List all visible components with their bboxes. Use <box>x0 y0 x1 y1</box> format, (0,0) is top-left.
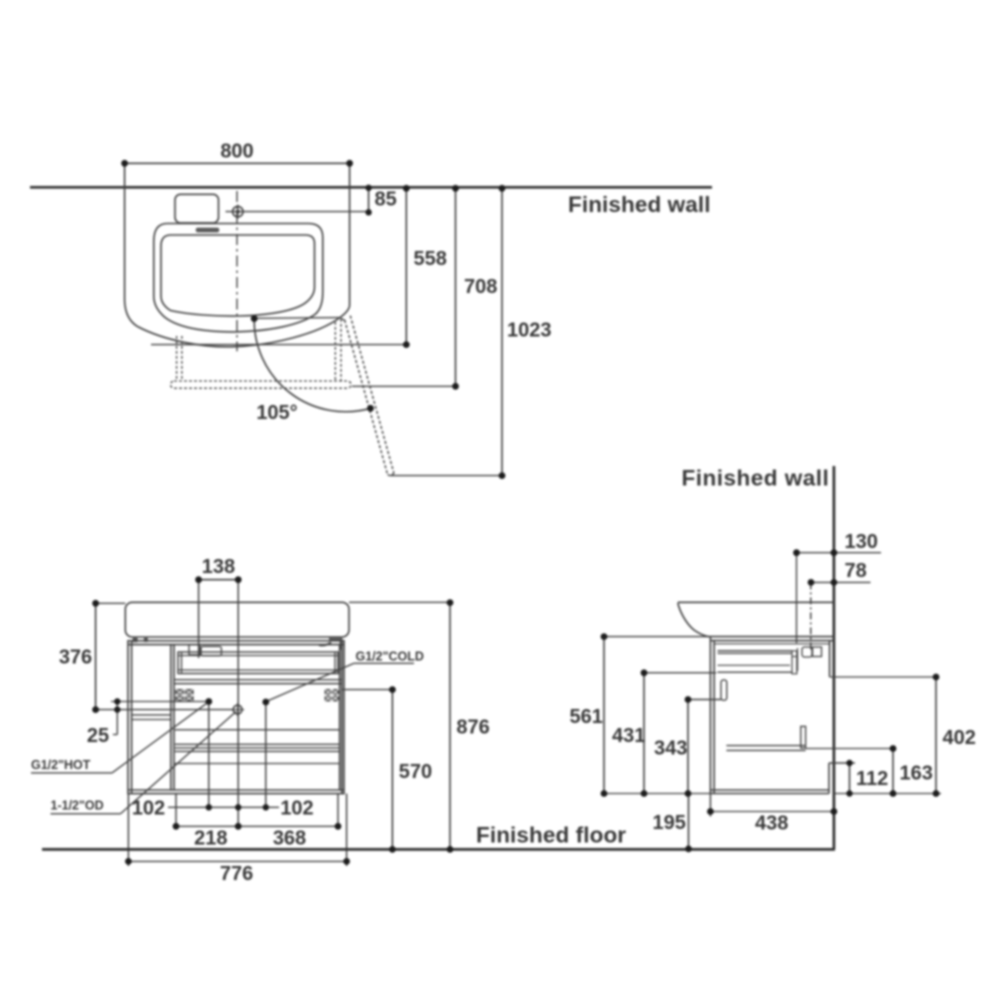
svg-text:112: 112 <box>856 768 888 790</box>
svg-text:163: 163 <box>900 763 933 785</box>
svg-text:Finished wall: Finished wall <box>568 192 711 217</box>
svg-text:1023: 1023 <box>507 320 552 342</box>
svg-text:402: 402 <box>943 727 976 749</box>
svg-text:431: 431 <box>612 725 645 747</box>
svg-text:G1/2"HOT: G1/2"HOT <box>31 758 91 772</box>
svg-text:25: 25 <box>87 725 109 747</box>
svg-text:195: 195 <box>653 812 686 834</box>
svg-text:800: 800 <box>220 141 253 163</box>
svg-text:438: 438 <box>755 813 788 835</box>
svg-text:570: 570 <box>399 761 432 783</box>
svg-text:102: 102 <box>132 798 165 820</box>
svg-text:102: 102 <box>280 798 313 820</box>
svg-text:130: 130 <box>845 531 878 553</box>
svg-text:376: 376 <box>59 647 92 669</box>
svg-text:Finished wall: Finished wall <box>682 466 830 491</box>
svg-text:G1/2"COLD: G1/2"COLD <box>356 650 424 664</box>
svg-text:Finished floor: Finished floor <box>476 823 626 848</box>
svg-text:78: 78 <box>845 560 867 582</box>
svg-text:138: 138 <box>202 556 235 578</box>
svg-text:558: 558 <box>414 248 447 270</box>
svg-text:1-1/2"OD: 1-1/2"OD <box>51 798 104 812</box>
svg-text:218: 218 <box>194 828 227 850</box>
svg-text:343: 343 <box>654 738 687 760</box>
svg-text:105°: 105° <box>256 402 297 424</box>
svg-text:776: 776 <box>220 863 253 885</box>
svg-text:85: 85 <box>375 189 397 211</box>
svg-text:368: 368 <box>273 828 306 850</box>
svg-text:876: 876 <box>456 717 489 739</box>
svg-text:708: 708 <box>464 276 497 298</box>
svg-text:561: 561 <box>570 706 603 728</box>
